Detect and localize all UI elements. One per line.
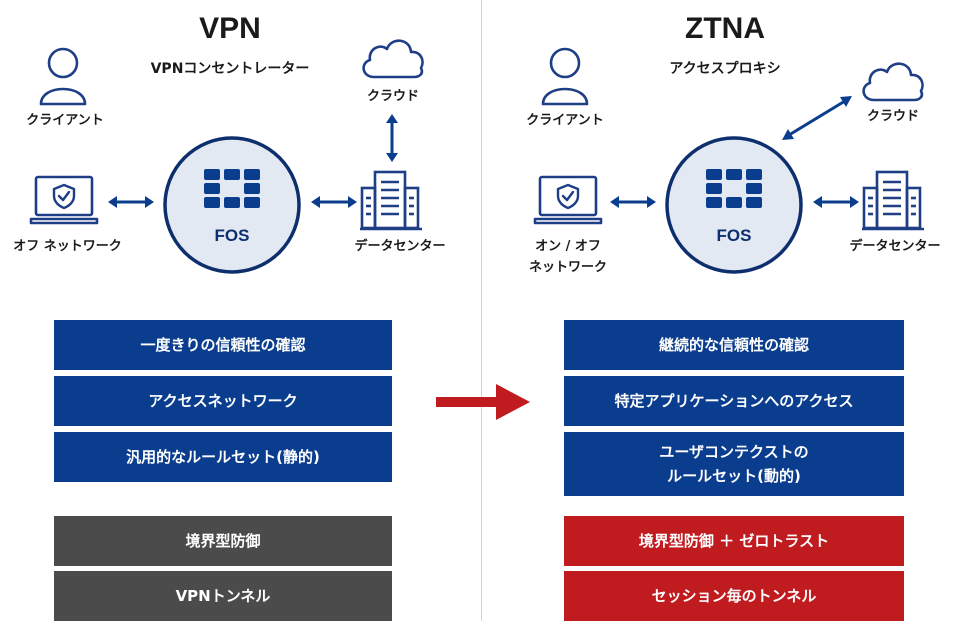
double-arrow-icon [813, 196, 859, 208]
ztna-feature-box: 継続的な信頼性の確認 [564, 320, 904, 370]
ztna-perimeter-zerotrust-box: 境界型防御 ＋ ゼロトラスト [564, 516, 904, 566]
ztna-datacenter-label: データセンター [849, 239, 941, 254]
ztna-laptop-label-line1: オン / オフ [535, 239, 601, 254]
user-icon [541, 47, 589, 106]
double-arrow-icon [311, 196, 357, 208]
ztna-client-label: クライアント [526, 113, 604, 128]
vpn-subtitle: VPNコンセントレーター [150, 61, 310, 77]
double-arrow-icon [782, 96, 852, 140]
datacenter-icon [862, 170, 924, 231]
vpn-tunnel-box: VPNトンネル [54, 571, 392, 621]
vpn-feature-box: 汎用的なルールセット(静的) [54, 432, 392, 482]
ztna-ruleset-line1: ユーザコンテクストの [659, 443, 809, 461]
ztna-title: ZTNA [685, 12, 765, 45]
ztna-session-tunnel-box: セッション毎のトンネル [564, 571, 904, 621]
ztna-cloud-label: クラウド [866, 109, 919, 124]
ztna-ruleset-line2: ルールセット(動的) [667, 467, 801, 485]
user-icon [39, 47, 87, 106]
vpn-cloud-label: クラウド [366, 89, 419, 104]
ztna-fos-label: FOS [716, 226, 752, 245]
datacenter-icon [360, 170, 422, 231]
vpn-feature-box: アクセスネットワーク [54, 376, 392, 426]
cloud-icon [362, 39, 424, 79]
vpn-laptop-label: オフ ネットワーク [13, 239, 122, 254]
vpn-feature-box: 一度きりの信頼性の確認 [54, 320, 392, 370]
double-arrow-icon [610, 196, 656, 208]
vpn-perimeter-box: 境界型防御 [54, 516, 392, 566]
ztna-laptop-label-line2: ネットワーク [528, 260, 607, 275]
fortigate-icon [665, 136, 803, 274]
cloud-icon [862, 62, 924, 102]
vpn-client-label: クライアント [26, 113, 104, 128]
ztna-subtitle: アクセスプロキシ [669, 61, 781, 77]
laptop-shield-icon [533, 175, 603, 225]
vpn-fos-label: FOS [214, 226, 250, 245]
double-arrow-icon [108, 196, 154, 208]
vpn-title: VPN [199, 12, 261, 45]
double-arrow-icon [386, 114, 398, 162]
ztna-feature-box: 特定アプリケーションへのアクセス [564, 376, 904, 426]
ztna-feature-box: ユーザコンテクストの ルールセット(動的) [564, 432, 904, 496]
center-divider [481, 0, 482, 621]
transition-arrow-icon [436, 384, 530, 420]
laptop-shield-icon [29, 175, 99, 225]
fortigate-icon [163, 136, 301, 274]
vpn-datacenter-label: データセンター [354, 239, 446, 254]
